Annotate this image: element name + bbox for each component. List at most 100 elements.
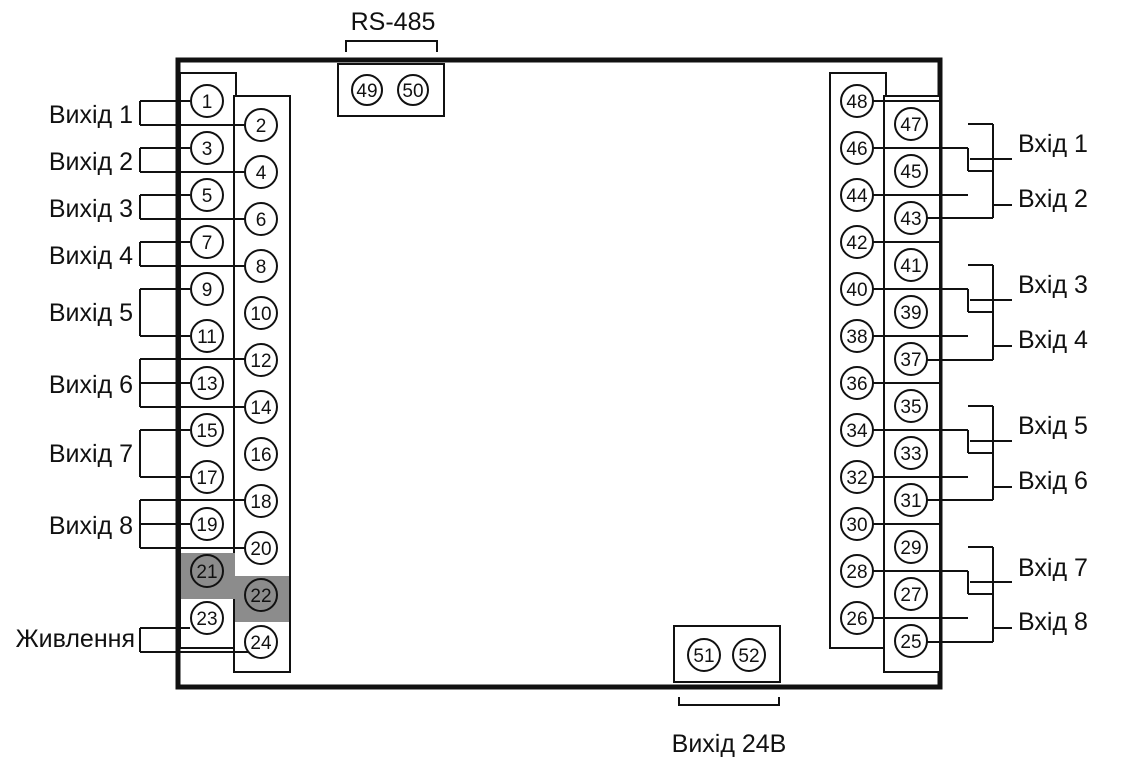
terminal-46-number: 46 xyxy=(846,139,867,160)
terminal-4-number: 4 xyxy=(256,163,267,184)
label-output-8: Вихід 8 xyxy=(49,512,133,540)
power24-bracket xyxy=(678,697,780,706)
terminal-12 xyxy=(244,343,278,377)
terminal-3 xyxy=(190,131,224,165)
terminal-23 xyxy=(190,601,224,635)
terminal-1-number: 1 xyxy=(202,92,213,113)
terminal-23-number: 23 xyxy=(196,609,217,630)
terminal-9-number: 9 xyxy=(202,280,213,301)
terminal-16-number: 16 xyxy=(250,445,271,466)
terminal-12-number: 12 xyxy=(250,351,271,372)
terminal-15 xyxy=(190,413,224,447)
label-input-7: Вхід 7 xyxy=(1018,554,1088,582)
terminal-35-number: 35 xyxy=(900,397,921,418)
power24-terminals: 51 52 xyxy=(687,638,766,672)
terminal-13-number: 13 xyxy=(196,374,217,395)
terminal-9 xyxy=(190,272,224,306)
right-outer-block xyxy=(829,72,887,649)
terminal-43 xyxy=(894,201,928,235)
terminal-22 xyxy=(244,578,278,612)
terminal-4 xyxy=(244,155,278,189)
terminal-45-number: 45 xyxy=(900,162,921,183)
left-outer-block xyxy=(179,72,237,649)
terminal-26 xyxy=(840,601,874,635)
terminal-6 xyxy=(244,202,278,236)
rs485-terminals: 49 50 xyxy=(351,74,429,106)
terminal-14 xyxy=(244,390,278,424)
terminal-50 xyxy=(397,74,429,106)
terminal-13 xyxy=(190,366,224,400)
terminal-35 xyxy=(894,389,928,423)
terminal-44-number: 44 xyxy=(846,186,868,207)
terminal-19-number: 19 xyxy=(196,515,217,536)
terminal-8-number: 8 xyxy=(256,257,267,278)
terminal-50-number: 50 xyxy=(402,81,423,102)
terminal-29-number: 29 xyxy=(900,538,921,559)
label-output-1: Вихід 1 xyxy=(49,101,133,129)
terminal-34-number: 34 xyxy=(846,421,868,442)
terminal-44 xyxy=(840,178,874,212)
connection-lines xyxy=(139,100,1012,653)
terminal-10-number: 10 xyxy=(250,304,271,325)
terminal-52-number: 52 xyxy=(738,646,759,667)
terminal-11-number: 11 xyxy=(197,327,217,348)
terminal-48 xyxy=(840,84,874,118)
terminal-31-number: 31 xyxy=(900,491,921,512)
terminal-21-number: 21 xyxy=(196,562,217,583)
terminal-20-number: 20 xyxy=(250,539,271,560)
power24-label: Вихід 24В xyxy=(672,730,787,758)
label-input-1: Вхід 1 xyxy=(1018,130,1088,158)
terminal-39-number: 39 xyxy=(900,303,921,324)
terminal-18 xyxy=(244,484,278,518)
terminal-45 xyxy=(894,154,928,188)
terminal-14-number: 14 xyxy=(250,398,272,419)
terminal-27-number: 27 xyxy=(900,585,921,606)
terminal-46 xyxy=(840,131,874,165)
terminal-18-number: 18 xyxy=(250,492,271,513)
terminal-7-number: 7 xyxy=(202,233,213,254)
terminal-49 xyxy=(351,74,383,106)
terminal-43-number: 43 xyxy=(900,209,921,230)
device-housing xyxy=(175,57,943,690)
terminal-25 xyxy=(894,624,928,658)
terminal-1 xyxy=(190,84,224,118)
label-output-2: Вихід 2 xyxy=(49,148,133,176)
rs485-bracket xyxy=(345,40,438,52)
terminal-41-number: 41 xyxy=(900,256,921,277)
terminal-32 xyxy=(840,460,874,494)
label-input-8: Вхід 8 xyxy=(1018,608,1088,636)
terminal-33 xyxy=(894,436,928,470)
terminal-29 xyxy=(894,530,928,564)
label-output-5: Вихід 5 xyxy=(49,299,133,327)
terminal-30-number: 30 xyxy=(846,515,867,536)
terminal-24-number: 24 xyxy=(250,633,272,654)
terminal-34 xyxy=(840,413,874,447)
terminal-40-number: 40 xyxy=(846,280,867,301)
terminal-33-number: 33 xyxy=(900,444,921,465)
terminal-38 xyxy=(840,319,874,353)
terminal-22-number: 22 xyxy=(250,586,271,607)
terminal-30 xyxy=(840,507,874,541)
terminal-25-number: 25 xyxy=(900,632,921,653)
terminal-17 xyxy=(190,460,224,494)
terminal-47 xyxy=(894,107,928,141)
right-labels: Вхід 1 Вхід 2 Вхід 3 Вхід 4 Вхід 5 Вхід … xyxy=(1018,130,1088,636)
terminal-20 xyxy=(244,531,278,565)
terminal-26-number: 26 xyxy=(846,609,867,630)
terminal-21 xyxy=(190,554,224,588)
terminal-38-number: 38 xyxy=(846,327,867,348)
terminal-37 xyxy=(894,342,928,376)
terminal-16 xyxy=(244,437,278,471)
terminal-5-number: 5 xyxy=(202,186,213,207)
terminal-52 xyxy=(732,638,766,672)
terminal-32-number: 32 xyxy=(846,468,867,489)
terminal-41 xyxy=(894,248,928,282)
terminal-39 xyxy=(894,295,928,329)
terminal-17-number: 17 xyxy=(196,468,217,489)
terminal-5 xyxy=(190,178,224,212)
label-output-3: Вихід 3 xyxy=(49,195,133,223)
terminal-19 xyxy=(190,507,224,541)
terminal-51 xyxy=(687,638,721,672)
